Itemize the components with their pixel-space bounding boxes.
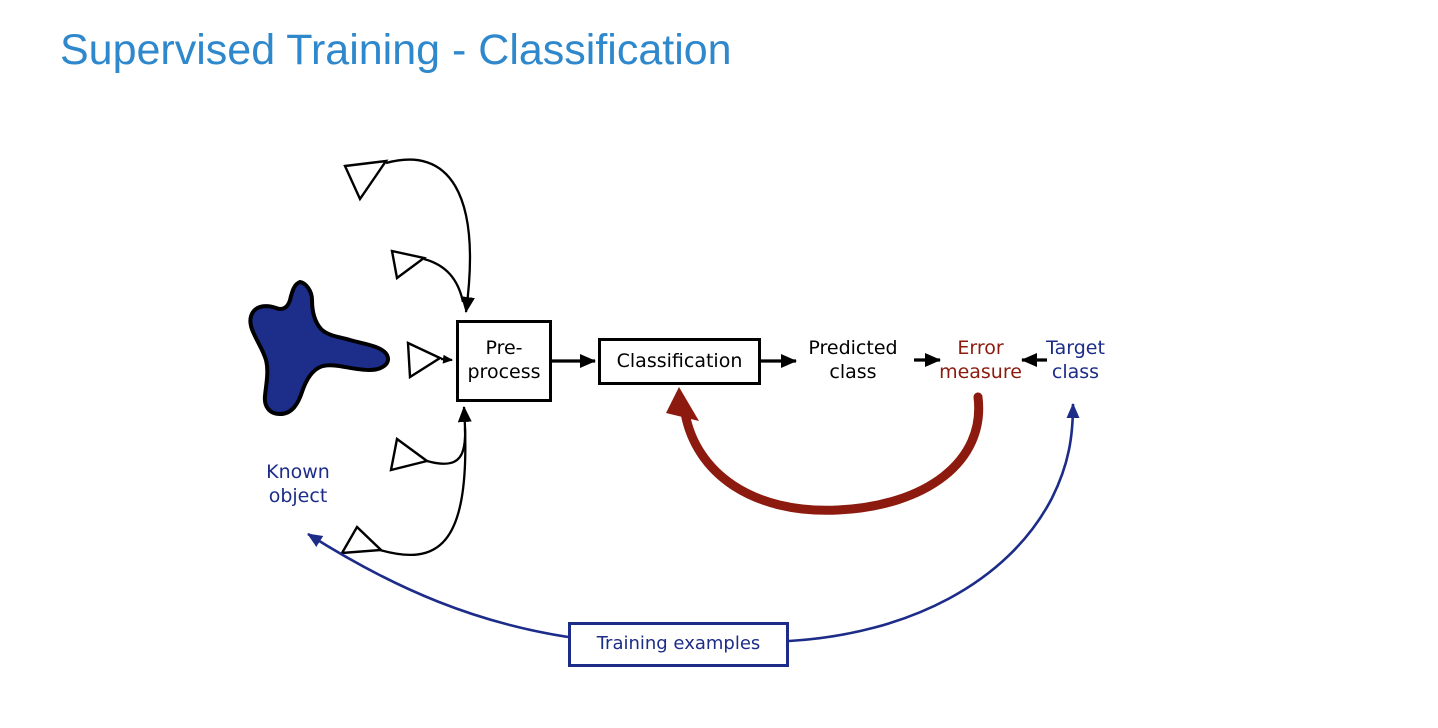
error-feedback-arrowhead-icon: [666, 387, 699, 421]
preprocess-box: Pre- process: [456, 320, 552, 402]
training-examples-label: Training examples: [596, 633, 761, 655]
classification-box: Classification: [598, 338, 761, 385]
curve-training-to-target-class: [788, 403, 1080, 643]
known-object-label: Known object: [266, 461, 330, 507]
page-title: Supervised Training - Classification: [60, 26, 732, 74]
training-examples-box: Training examples: [568, 622, 789, 667]
error-feedback-arc: [680, 392, 984, 515]
target-class-label: Target class: [1046, 337, 1105, 383]
sensor-arrow-middle: [440, 354, 453, 364]
sensor-curve-upper: [423, 257, 465, 303]
sensor-curve-bottom: [379, 427, 467, 557]
classification-label: Classification: [616, 349, 743, 372]
sensor-triangle-2-icon: [390, 249, 427, 281]
curve-training-to-known-object: [307, 532, 569, 639]
sensor-triangle-3-icon: [406, 341, 443, 380]
sensor-curve-lower: [426, 406, 472, 465]
sensor-triangle-5-icon: [339, 525, 384, 555]
sensor-triangle-4-icon: [389, 436, 430, 472]
sensor-triangle-1-icon: [343, 159, 389, 202]
error-measure-label: Error measure: [939, 337, 1022, 383]
preprocess-label: Pre- process: [467, 337, 541, 383]
known-object-blob: [248, 279, 390, 417]
sensor-curve-top: [385, 158, 475, 313]
predicted-class-label: Predicted class: [808, 337, 898, 383]
